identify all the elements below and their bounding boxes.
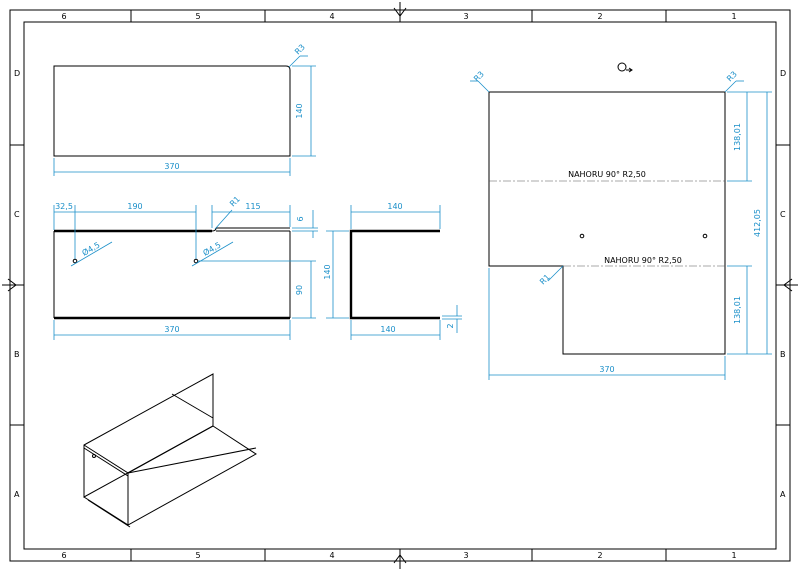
bend-note-upper: NAHORU 90° R2,50 xyxy=(568,170,646,179)
flat-pattern-lower-segment-label: 138,01 xyxy=(733,296,742,324)
centering-mark-bottom xyxy=(393,549,407,569)
column-label-6: 6 xyxy=(61,12,66,21)
centering-mark-top xyxy=(393,2,407,22)
flat-pattern: NAHORU 90° R2,50 NAHORU 90° R2,50 R3 R3 … xyxy=(470,62,772,380)
row-label-c: C xyxy=(14,210,20,219)
row-label-d: D xyxy=(14,69,20,78)
column-label-4: 4 xyxy=(329,12,334,21)
column-label-2-bottom: 2 xyxy=(597,551,602,560)
side-view-bottom-width-label: 140 xyxy=(380,325,395,334)
rotation-symbol-icon xyxy=(617,62,633,73)
centering-mark-left xyxy=(2,278,24,292)
front-view-hole-right xyxy=(193,258,199,264)
column-label-1-bottom: 1 xyxy=(731,551,736,560)
front-view-hole-left xyxy=(72,258,78,264)
column-label-3-bottom: 3 xyxy=(463,551,468,560)
isometric-view xyxy=(83,373,257,528)
column-label-5: 5 xyxy=(195,12,200,21)
front-view-offset-label: 32,5 xyxy=(55,202,73,211)
column-label-5-bottom: 5 xyxy=(195,551,200,560)
side-view-thickness-label: 2 xyxy=(446,323,455,328)
flat-pattern-hole-right xyxy=(702,233,708,239)
top-view: 370 140 R3 xyxy=(53,43,316,176)
row-label-c-right: C xyxy=(780,210,786,219)
flat-pattern-outline xyxy=(488,91,726,355)
top-view-width-label: 370 xyxy=(164,162,179,171)
row-label-b-right: B xyxy=(780,350,786,359)
flat-pattern-width-label: 370 xyxy=(599,365,614,374)
side-view: 140 140 140 2 xyxy=(323,202,462,340)
row-label-d-right: D xyxy=(780,69,786,78)
centering-mark-right xyxy=(776,278,798,292)
side-view-top-width-label: 140 xyxy=(387,202,402,211)
front-view-spacing-label: 190 xyxy=(127,202,142,211)
flat-pattern-total-height-label: 412,05 xyxy=(753,209,762,237)
top-view-outline xyxy=(53,65,291,157)
flat-pattern-hole-left xyxy=(579,233,585,239)
front-view-hole-left-label: Ø4,5 xyxy=(80,240,101,258)
front-view-hole-right-label: Ø4,5 xyxy=(201,240,222,258)
row-label-a-right: A xyxy=(780,490,786,499)
front-view: 32,5 190 115 R1 6 Ø4,5 Ø4,5 90 370 xyxy=(53,195,318,340)
front-view-radius-label: R1 xyxy=(228,195,242,209)
column-label-4-bottom: 4 xyxy=(329,551,334,560)
column-label-6-bottom: 6 xyxy=(61,551,66,560)
front-view-flange-label: 6 xyxy=(296,216,305,221)
row-ticks xyxy=(10,144,790,426)
front-view-width-label: 370 xyxy=(164,325,179,334)
top-view-height-label: 140 xyxy=(295,103,304,118)
front-view-height-label: 90 xyxy=(295,285,304,295)
isometric-hole xyxy=(92,454,96,458)
column-label-3: 3 xyxy=(463,12,468,21)
column-label-2: 2 xyxy=(597,12,602,21)
side-view-profile xyxy=(349,229,440,320)
side-view-height-label: 140 xyxy=(323,264,332,279)
front-view-right-segment-label: 115 xyxy=(245,202,260,211)
flat-pattern-notch-radius-label: R1 xyxy=(538,273,552,287)
flat-pattern-upper-segment-label: 138,01 xyxy=(733,123,742,151)
bend-note-lower: NAHORU 90° R2,50 xyxy=(604,256,682,265)
row-label-b: B xyxy=(14,350,20,359)
top-view-radius-label: R3 xyxy=(293,43,307,57)
column-label-1: 1 xyxy=(731,12,736,21)
row-label-a: A xyxy=(14,490,20,499)
column-ticks xyxy=(130,10,667,561)
